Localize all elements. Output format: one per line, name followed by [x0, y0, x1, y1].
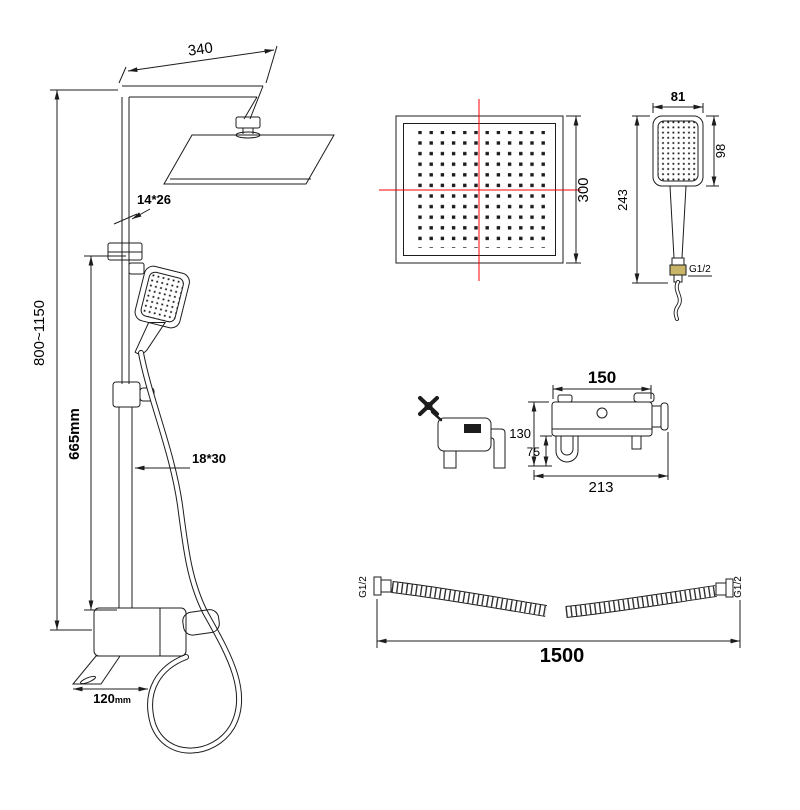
- callout-lower-pipe: 18*30: [135, 451, 226, 471]
- mixer-front-view: 150 130 75 213: [509, 368, 669, 496]
- mixer-lever: [182, 609, 220, 636]
- dim-130-label: 130: [509, 426, 531, 441]
- shower-hose-view: G1/2 G1/2 1500: [358, 576, 744, 667]
- dim-mixer-total-width: 213: [533, 432, 669, 496]
- hose-nut-right: [725, 578, 734, 598]
- dim-120mm-label: 120mm: [93, 691, 131, 706]
- dim-800-1150-label: 800~1150: [31, 300, 48, 366]
- hand-shower-front-view: 81 98 243 G1/2: [615, 89, 728, 321]
- curved-spout: [555, 436, 579, 463]
- thread-g12-hose-left-label: G1/2: [358, 576, 369, 598]
- dim-1500-label: 1500: [540, 645, 585, 667]
- dim-665mm-label: 665mm: [66, 408, 83, 460]
- dim-handset-width: 81: [652, 89, 704, 113]
- dim-arm-length: 340: [118, 39, 278, 84]
- slider-clamp: [112, 381, 141, 408]
- cross-handle: [424, 402, 433, 410]
- dim-81-label: 81: [671, 89, 685, 104]
- mixer-body-column: [93, 607, 187, 657]
- dim-bar-length: 665mm: [66, 255, 126, 611]
- dim-75-label: 75: [527, 445, 541, 459]
- lever-front: [660, 402, 669, 431]
- dim-98-label: 98: [713, 144, 728, 158]
- hand-shower-on-column: [134, 265, 190, 355]
- head-connector: [235, 116, 261, 129]
- thread-g12-hose-right-label: G1/2: [733, 576, 744, 598]
- overhead-shower-top-view: 300: [379, 99, 592, 281]
- dim-340-label: 340: [187, 39, 214, 59]
- overhead-shower-head: [163, 134, 335, 185]
- dim-150-label: 150: [588, 368, 616, 387]
- mixer-side-spout: [490, 428, 506, 469]
- dim-hose-length: 1500: [376, 599, 741, 667]
- dim-handset-face: 98: [706, 115, 728, 187]
- dim-mixer-height: 130: [509, 401, 552, 467]
- mixer-front-body: [551, 401, 653, 437]
- diverter-button: [596, 407, 608, 419]
- dim-spout-drop: 75: [527, 435, 552, 466]
- shower-column-view: 340 800~1150 665mm 14*26 18*30: [31, 39, 335, 754]
- handset-nut: [669, 264, 687, 276]
- mixer-side-view: [418, 396, 506, 469]
- dim-head-side: 300: [566, 115, 592, 264]
- dim-handset-total: 243: [615, 115, 668, 284]
- dim-300-label: 300: [575, 177, 592, 202]
- dim-213-label: 213: [588, 479, 613, 496]
- lever-tip: [633, 392, 655, 403]
- mixer-side-body: [437, 417, 492, 452]
- hose-nut-left: [373, 576, 382, 596]
- dim-height-range: 800~1150: [31, 89, 118, 631]
- thread-g12-handset-label: G1/2: [689, 264, 711, 275]
- handset-handle: [669, 185, 687, 259]
- dim-spout-length: 120mm: [73, 686, 148, 706]
- dim-14x26-label: 14*26: [137, 192, 171, 207]
- tub-spout: [71, 655, 121, 685]
- callout-upper-pipe: 14*26: [113, 192, 171, 225]
- dim-243-label: 243: [615, 189, 630, 211]
- dim-mixer-width: 150: [552, 368, 652, 399]
- dim-18x30-label: 18*30: [192, 451, 226, 466]
- handset-holder: [128, 262, 145, 275]
